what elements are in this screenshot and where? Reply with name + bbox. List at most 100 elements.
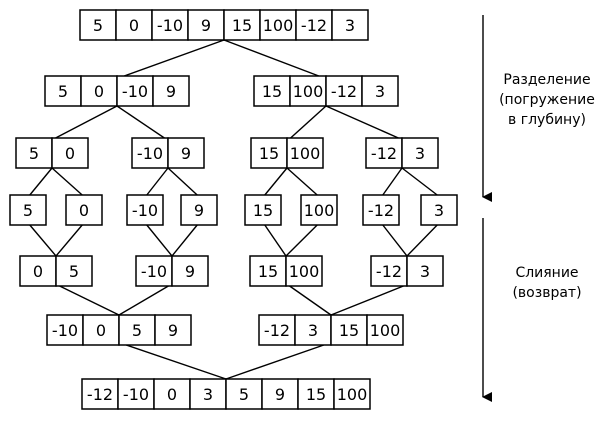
array-group-row3-1: 0: [65, 194, 103, 226]
array-group-row3-4: 15: [244, 194, 282, 226]
array-cell-box: [81, 378, 119, 410]
connector-line: [55, 224, 83, 257]
connector-lines: [29, 39, 438, 380]
array-cell-box: [300, 194, 338, 226]
array-cell-box: [82, 314, 120, 346]
array-cell-value: 3: [203, 385, 213, 404]
array-cell-box: [406, 255, 444, 287]
array-cell-box: [330, 314, 368, 346]
merge-label-line-2: (возврат): [512, 285, 582, 301]
merge-phase-label: Слияние (возврат): [482, 263, 611, 303]
connector-line: [290, 105, 327, 139]
array-cell-value: 0: [65, 144, 75, 163]
array-cell-value: 5: [132, 321, 142, 340]
array-cell-box: [126, 194, 164, 226]
connector-line: [29, 167, 53, 196]
split-label-line-1: Разделение: [503, 72, 591, 88]
array-cell-value: 3: [375, 82, 385, 101]
array-cell-value: -12: [376, 262, 402, 281]
array-cell-value: -10: [157, 16, 183, 35]
array-cell-box: [116, 75, 154, 107]
array-cell-value: 3: [345, 16, 355, 35]
array-cell-value: -10: [137, 144, 163, 163]
array-group-row3-6: -12: [362, 194, 400, 226]
array-cell-box: [294, 314, 332, 346]
array-cell-box: [244, 194, 282, 226]
array-cell-value: 3: [308, 321, 318, 340]
array-cell-value: 5: [69, 262, 79, 281]
connector-line: [118, 285, 169, 316]
connector-line: [406, 224, 438, 257]
array-cell-value: 3: [420, 262, 430, 281]
array-cell-value: 15: [262, 82, 282, 101]
array-group-row3-5: 100: [300, 194, 338, 226]
array-cell-box: [115, 9, 153, 41]
array-cell-box: [15, 137, 53, 169]
connector-line: [264, 224, 287, 257]
array-cell-box: [297, 378, 335, 410]
array-cell-box: [401, 137, 439, 169]
array-cell-value: 5: [239, 385, 249, 404]
array-cell-value: 100: [290, 144, 321, 163]
array-cell-value: 15: [232, 16, 252, 35]
array-cell-value: 15: [258, 262, 278, 281]
array-cell-box: [51, 137, 89, 169]
array-cell-box: [171, 255, 209, 287]
connector-line: [51, 167, 83, 196]
array-cell-box: [117, 378, 155, 410]
connector-line: [116, 105, 165, 139]
connector-line: [289, 285, 332, 316]
connector-line: [382, 224, 408, 257]
array-cell-value: 100: [304, 201, 335, 220]
array-cell-value: 0: [129, 16, 139, 35]
connector-line: [29, 224, 57, 257]
array-cell-value: -10: [52, 321, 78, 340]
array-cell-value: 9: [201, 16, 211, 35]
array-group-row3-3: 9: [180, 194, 218, 226]
array-cell-value: 9: [194, 201, 204, 220]
connector-line: [401, 167, 438, 196]
array-cell-value: -12: [264, 321, 290, 340]
connector-line: [123, 39, 225, 77]
connector-line: [382, 167, 403, 196]
array-cell-box: [187, 9, 225, 41]
array-cell-box: [9, 194, 47, 226]
array-group-row3-7: 3: [420, 194, 458, 226]
array-cell-box: [362, 194, 400, 226]
array-cell-box: [223, 9, 261, 41]
array-group-row3-0: 5: [9, 194, 47, 226]
array-cell-value: 9: [168, 321, 178, 340]
array-cell-value: 5: [93, 16, 103, 35]
array-cell-value: -12: [331, 82, 357, 101]
array-cell-box: [420, 194, 458, 226]
array-cell-value: 9: [185, 262, 195, 281]
array-cell-value: 15: [339, 321, 359, 340]
array-cell-box: [79, 9, 117, 41]
array-cell-value: 100: [263, 16, 294, 35]
connector-line: [125, 344, 227, 380]
array-cell-value: 3: [415, 144, 425, 163]
array-cell-box: [361, 75, 399, 107]
array-cell-value: -12: [87, 385, 113, 404]
array-cell-value: -12: [301, 16, 327, 35]
array-cell-value: 0: [94, 82, 104, 101]
array-cell-box: [135, 255, 173, 287]
array-cell-box: [225, 378, 263, 410]
array-cell-value: 15: [259, 144, 279, 163]
array-group-row2-1: -10 9: [131, 137, 205, 169]
array-cell-value: 9: [181, 144, 191, 163]
array-cell-box: [167, 137, 205, 169]
array-cell-box: [154, 314, 192, 346]
connector-line: [285, 224, 318, 257]
merge-label-line-1: Слияние: [515, 265, 579, 281]
